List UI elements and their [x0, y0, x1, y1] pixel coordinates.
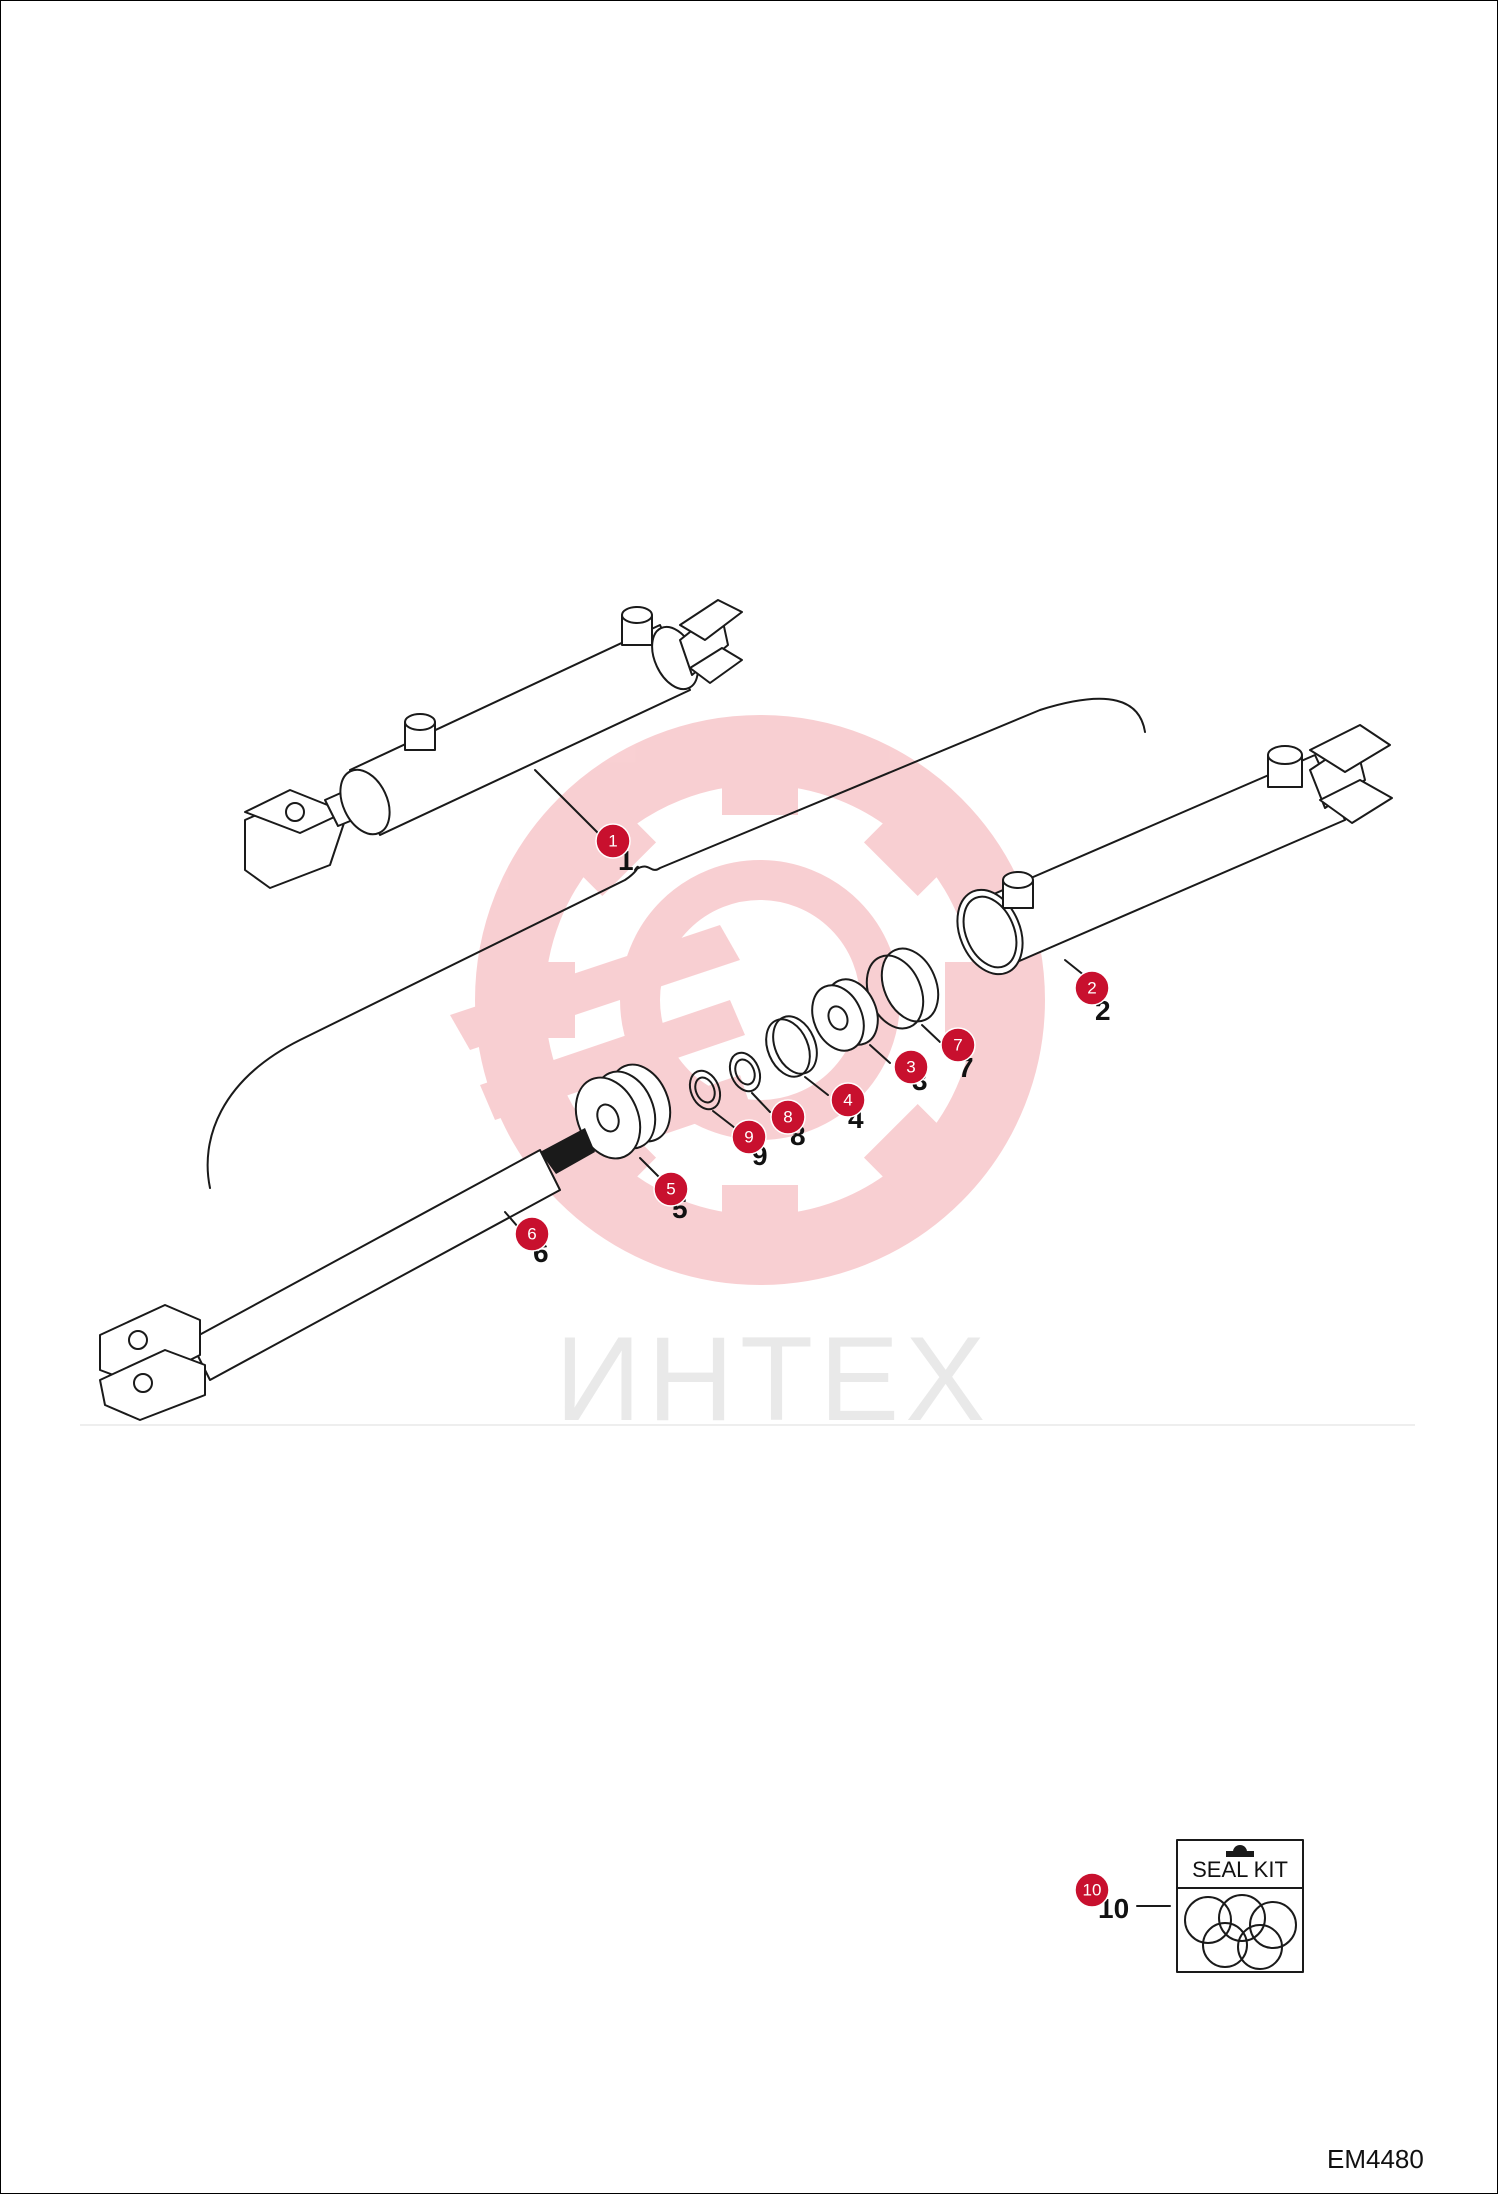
part-8-ring [728, 1051, 771, 1113]
callout-7[interactable]: 7 [940, 1027, 976, 1063]
part-4-ring [765, 1015, 829, 1096]
svg-text:8: 8 [783, 1108, 792, 1127]
callout-1[interactable]: 1 [595, 823, 631, 859]
part-9-ring [688, 1069, 736, 1129]
callout-8[interactable]: 8 [770, 1099, 806, 1135]
callout-6[interactable]: 6 [514, 1216, 550, 1252]
callout-10[interactable]: 10 [1074, 1872, 1110, 1908]
part-3-piston [811, 978, 891, 1064]
barrel [956, 724, 1393, 981]
part-7-ring [865, 947, 941, 1043]
assembly-brace [206, 697, 1146, 1189]
seal-kit-rings-icon [1184, 1894, 1297, 1970]
rod [99, 1128, 595, 1421]
seal-kit-label: SEAL KIT [1192, 1857, 1288, 1882]
seal-kit-box: SEAL KIT [1176, 1839, 1304, 1973]
assembled-cylinder [244, 599, 743, 889]
svg-text:5: 5 [666, 1180, 675, 1199]
svg-text:4: 4 [843, 1091, 852, 1110]
svg-text:10: 10 [1083, 1881, 1102, 1900]
callout-9[interactable]: 9 [731, 1119, 767, 1155]
drawing-code: EM4480 [1327, 2144, 1424, 2174]
watermark-text: ИНТЕХ [555, 1312, 991, 1446]
svg-text:9: 9 [744, 1128, 753, 1147]
callout-2[interactable]: 2 [1074, 970, 1110, 1006]
part-5-gland [574, 1063, 672, 1179]
callout-3[interactable]: 3 [893, 1049, 929, 1085]
callout-4[interactable]: 4 [830, 1082, 866, 1118]
svg-text:1: 1 [608, 832, 617, 851]
svg-text:2: 2 [1087, 979, 1096, 998]
callout-5[interactable]: 5 [653, 1171, 689, 1207]
svg-text:3: 3 [906, 1058, 915, 1077]
svg-text:6: 6 [527, 1225, 536, 1244]
svg-text:7: 7 [953, 1036, 962, 1055]
watermark-logo: ИНТЕХ [450, 715, 1045, 1446]
